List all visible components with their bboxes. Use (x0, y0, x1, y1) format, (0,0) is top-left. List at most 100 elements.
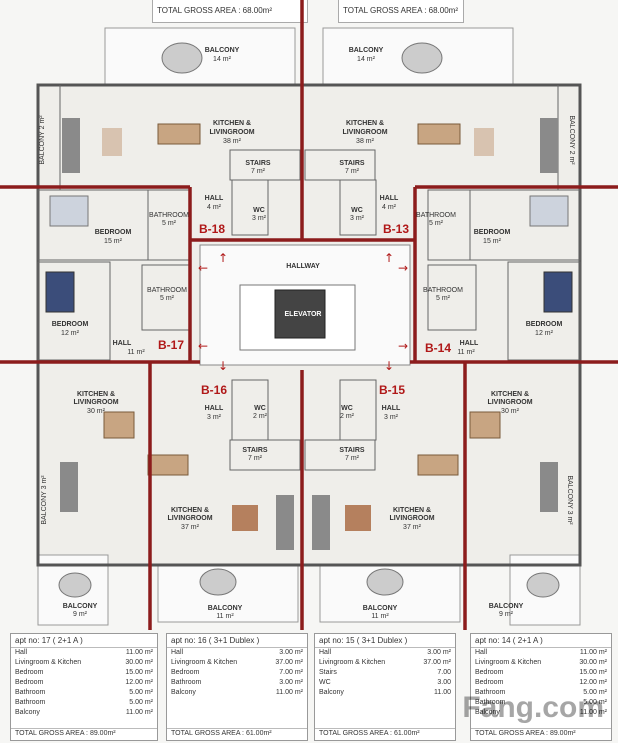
label-fl-balcony: BALCONY (63, 603, 98, 610)
elevator-box (274, 289, 326, 339)
label-tr-hall: HALL (380, 195, 399, 202)
area-l-hall: 11 m² (127, 349, 145, 356)
arrow-up-1: ↑ (218, 251, 228, 265)
arrow-left-1: ← (198, 261, 208, 275)
area-br-kitchen: 37 m² (403, 524, 422, 531)
area-r-hall: 11 m² (457, 349, 475, 356)
label-br-stairs: STAIRS (339, 447, 364, 454)
area-bl-stairs: 7 m² (248, 455, 263, 462)
area-l-bedroom2: 12 m² (61, 330, 80, 337)
round-table-tr (401, 42, 443, 74)
plan-svg: ↑ ↑ ← → ← → ↓ ↓ B-18 B-13 B-17 B-14 B-16… (0, 0, 618, 630)
area-bl-balcony: 11 m² (216, 613, 234, 620)
label-l-bath2: BATHROOM (147, 287, 187, 294)
apt-table-total: TOTAL GROSS AREA : 61.00m² (315, 728, 455, 739)
apt-table-title: apt no: 16 ( 3+1 Dublex ) (167, 634, 307, 648)
tag-b14: B-14 (425, 341, 451, 355)
label-tl-balcony: BALCONY (205, 47, 240, 54)
label-mr-balcony: BALCONY 3 m² (566, 475, 573, 525)
arrow-down-1: ↓ (218, 359, 228, 373)
area-br-wc: 2 m² (340, 413, 355, 420)
bedroom2-right (507, 261, 581, 361)
wc-tl (231, 179, 269, 236)
label-ul-balcony: BALCONY 2 m² (39, 115, 46, 165)
tag-b17: B-17 (158, 338, 184, 352)
elevator-label: ELEVATOR (285, 311, 322, 318)
area-tr-balcony: 14 m² (357, 56, 376, 63)
bed-2 (529, 195, 569, 227)
label-bl-kitchen-1: KITCHEN & (171, 507, 209, 514)
label-bl-kitchen-2: LIVINGROOM (167, 515, 212, 522)
round-table-fr (526, 572, 560, 598)
label-tl-kitchen-1: KITCHEN & (213, 120, 251, 127)
apt-table-total: TOTAL GROSS AREA : 89.00m² (11, 728, 157, 739)
label-l-hall: HALL (113, 340, 132, 347)
tag-b13: B-13 (383, 222, 409, 236)
label-tr-wc: WC (351, 207, 363, 214)
bed-4 (543, 271, 573, 313)
tag-b18: B-18 (199, 222, 225, 236)
area-br-hall: 3 m² (384, 414, 399, 421)
label-tr-kitchen-2: LIVINGROOM (342, 129, 387, 136)
label-bl-hall: HALL (205, 405, 224, 412)
sofa-3 (60, 462, 78, 512)
dining-3 (103, 411, 135, 439)
label-ur-balcony: BALCONY 2 m² (568, 115, 575, 165)
apt-table-title: apt no: 17 ( 2+1 A ) (11, 634, 157, 648)
area-l-bedroom1: 15 m² (104, 238, 123, 245)
apt-table-title: apt no: 15 ( 3+1 Dublex ) (315, 634, 455, 648)
area-r-bedroom1: 15 m² (483, 238, 502, 245)
stairs-br (304, 439, 376, 471)
sofa-6 (312, 495, 330, 550)
arrow-right-1: → (398, 261, 408, 275)
area-tr-kitchen: 38 m² (356, 138, 375, 145)
area-tl-wc: 3 m² (252, 215, 267, 222)
label-r-kitchen-2: LIVINGROOM (487, 399, 532, 406)
apt-table-total: TOTAL GROSS AREA : 61.00m² (167, 728, 307, 739)
area-tl-hall: 4 m² (207, 204, 222, 211)
bedroom2-left (37, 261, 111, 361)
top-left-total: TOTAL GROSS AREA : 68.00m² (152, 0, 308, 23)
hallway-label: HALLWAY (286, 263, 320, 270)
arrow-up-2: ↑ (384, 251, 394, 265)
area-br-balcony: 11 m² (371, 613, 389, 620)
label-tl-hall: HALL (205, 195, 224, 202)
area-tr-wc: 3 m² (350, 215, 365, 222)
area-br-stairs: 7 m² (345, 455, 360, 462)
watermark: Fang.com (462, 691, 604, 724)
area-l-bath2: 5 m² (160, 295, 175, 302)
dining-1 (157, 123, 201, 145)
round-table-tl (161, 42, 203, 74)
coffee-table-4 (345, 505, 371, 531)
sofa-2 (540, 118, 558, 173)
top-right-total: TOTAL GROSS AREA : 68.00m² (338, 0, 464, 23)
label-tl-stairs: STAIRS (245, 160, 270, 167)
area-r-bath2: 5 m² (436, 295, 451, 302)
area-tl-stairs: 7 m² (251, 168, 266, 175)
area-bl-kitchen: 37 m² (181, 524, 200, 531)
area-l-bath1: 5 m² (162, 220, 177, 227)
label-tl-kitchen-2: LIVINGROOM (209, 129, 254, 136)
area-r-kitchen: 30 m² (501, 408, 520, 415)
bath2-right (427, 264, 477, 331)
area-fr-balcony: 9 m² (499, 611, 514, 618)
label-r-hall: HALL (460, 340, 479, 347)
label-tr-stairs: STAIRS (339, 160, 364, 167)
label-l-bedroom2: BEDROOM (52, 321, 89, 328)
label-l-bedroom1: BEDROOM (95, 229, 132, 236)
coffee-table-1 (102, 128, 122, 156)
label-br-wc: WC (341, 405, 353, 412)
round-table-bl (199, 568, 237, 596)
label-r-bedroom1: BEDROOM (474, 229, 511, 236)
label-bl-wc: WC (254, 405, 266, 412)
wc-tr (339, 179, 377, 236)
label-br-kitchen-2: LIVINGROOM (389, 515, 434, 522)
label-r-bedroom2: BEDROOM (526, 321, 563, 328)
round-table-br (366, 568, 404, 596)
label-r-kitchen-1: KITCHEN & (491, 391, 529, 398)
area-fl-balcony: 9 m² (73, 611, 88, 618)
balcony-fl (37, 554, 109, 626)
